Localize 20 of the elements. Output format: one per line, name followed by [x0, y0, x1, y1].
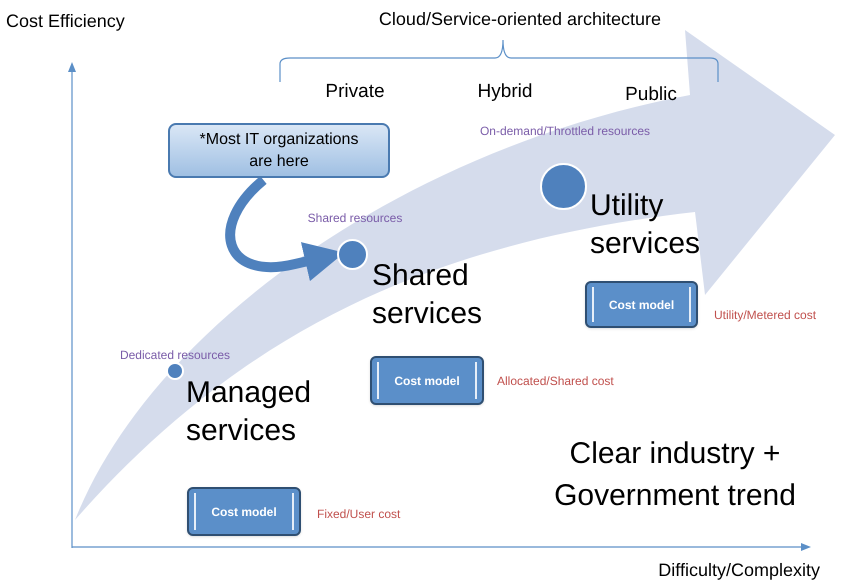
cost-model-box: Cost model [585, 281, 698, 328]
axis-title: Cost Efficiency [6, 10, 126, 33]
cost-label: Utility/Metered cost [714, 307, 816, 324]
cost-model-box: Cost model [187, 487, 301, 536]
cost-label: Allocated/Shared cost [497, 373, 614, 390]
cost-label: Fixed/User cost [317, 506, 400, 523]
resource-label: Dedicated resources [118, 347, 232, 364]
service-label: Utility services [590, 188, 702, 262]
category-label: Private [324, 80, 386, 104]
group-heading: Cloud/Service-oriented architecture [378, 8, 662, 31]
resource-label: On-demand/Throttled resources [478, 123, 652, 140]
callout-box: *Most IT organizations are here [168, 123, 390, 178]
resource-label: Shared resources [306, 210, 404, 227]
service-label: Shared services [372, 258, 484, 332]
service-label: Managed services [186, 375, 312, 449]
category-label: Public [624, 83, 678, 107]
cost-model-box: Cost model [370, 356, 484, 405]
trend-note: Clear industry + Government trend [553, 436, 797, 514]
axis-title: Difficulty/Complexity [657, 559, 820, 581]
category-label: Hybrid [476, 80, 534, 104]
